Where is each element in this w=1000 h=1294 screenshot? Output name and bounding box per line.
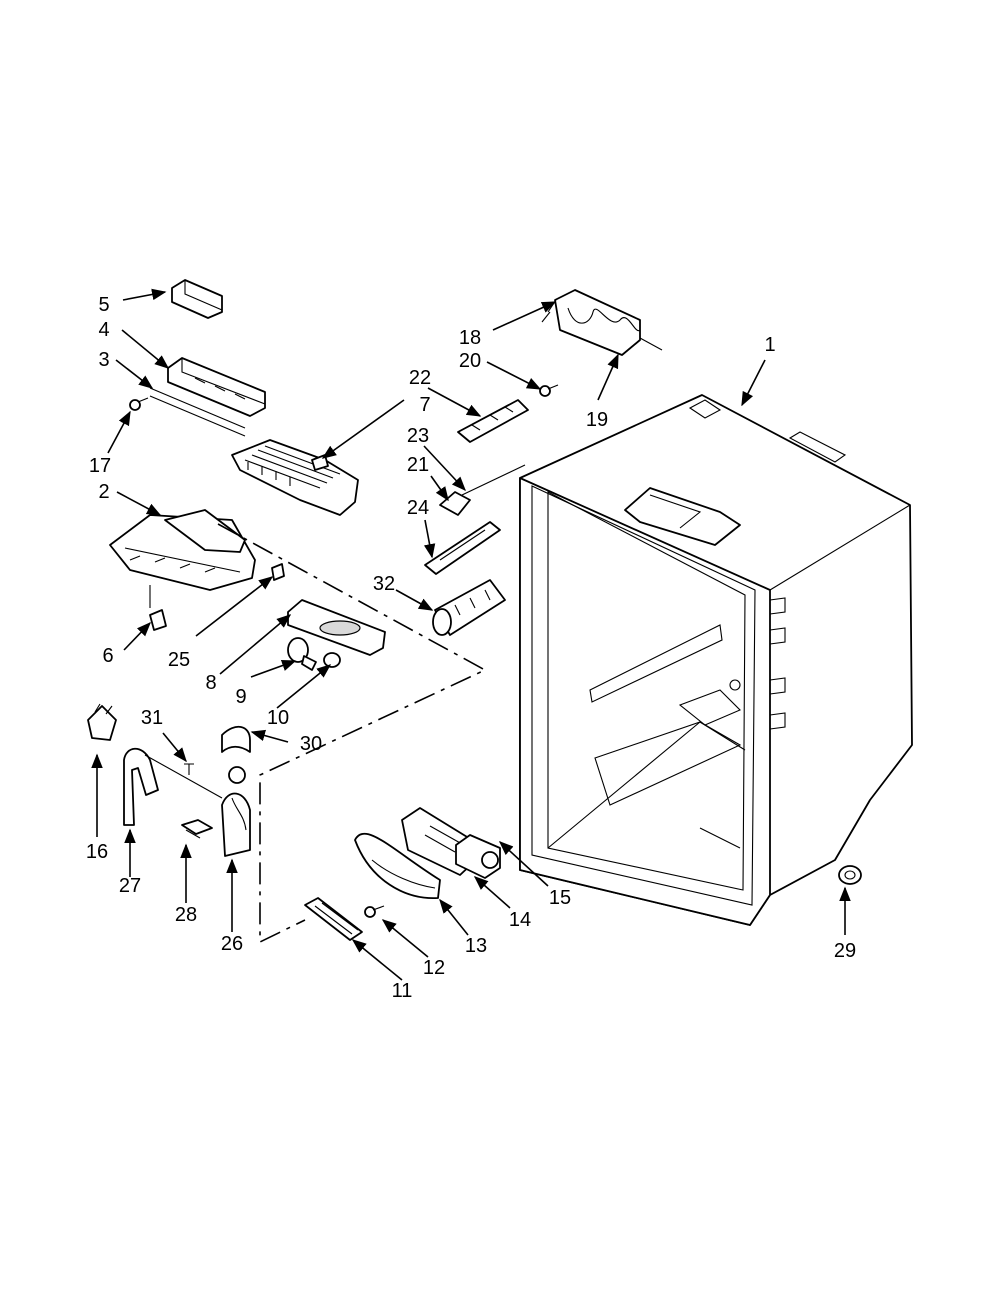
- callout-32: 32: [373, 573, 395, 595]
- callout-26: 26: [221, 933, 243, 955]
- part-30-shield: [221, 726, 251, 753]
- callout-11: 11: [392, 980, 413, 1002]
- part-28-clip: [181, 819, 213, 839]
- callout-20: 20: [459, 350, 481, 372]
- callout-27: 27: [119, 875, 141, 897]
- callout-23: 23: [407, 425, 429, 447]
- callout-9: 9: [235, 686, 246, 708]
- part-29-cap: [838, 865, 862, 885]
- callout-22: 22: [409, 367, 431, 389]
- callout-19: 19: [586, 409, 608, 431]
- callout-7: 7: [419, 394, 430, 416]
- callout-5: 5: [98, 294, 109, 316]
- callout-30: 30: [300, 733, 322, 755]
- callout-15: 15: [549, 887, 571, 909]
- part-2-tray: [109, 509, 256, 591]
- part-16-bracket: [87, 703, 117, 741]
- callout-2: 2: [98, 481, 109, 503]
- part-8-lamp-housing: [287, 599, 386, 656]
- callout-17: 17: [89, 455, 111, 477]
- callout-6: 6: [102, 645, 113, 667]
- part-20-screw: [539, 384, 559, 397]
- callout-4: 4: [98, 319, 109, 341]
- callout-18: 18: [459, 327, 481, 349]
- part-17-screw: [129, 397, 149, 411]
- part-26-dispenser-cap: [221, 766, 251, 857]
- callout-31: 31: [141, 707, 163, 729]
- part-12-screw: [364, 905, 385, 918]
- callout-labels: 5 4 3 17 2 6 7 25 8 9 10 18 20 19 22 23 …: [86, 294, 856, 1002]
- part-32-filter: [432, 579, 506, 636]
- part-22-bracket: [457, 399, 529, 443]
- callout-21: 21: [407, 454, 429, 476]
- callout-10: 10: [267, 707, 289, 729]
- part-5-bracket: [171, 279, 223, 319]
- callout-3: 3: [98, 349, 109, 371]
- callout-28: 28: [175, 904, 197, 926]
- part-31-pin: [184, 763, 194, 775]
- callout-1: 1: [764, 334, 775, 356]
- part-liner: [519, 394, 913, 926]
- part-21-23-sensor: [439, 464, 526, 516]
- callout-16: 16: [86, 841, 108, 863]
- part-7-cover: [231, 439, 359, 516]
- part-24-rail: [424, 521, 501, 575]
- callout-13: 13: [465, 935, 487, 957]
- callout-25: 25: [168, 649, 190, 671]
- part-13-shroud: [354, 833, 441, 899]
- part-9-bulb: [287, 637, 317, 671]
- callout-29: 29: [834, 940, 856, 962]
- part-10-socket: [323, 652, 341, 668]
- callout-12: 12: [423, 957, 445, 979]
- callout-14: 14: [509, 909, 531, 931]
- part-15-valve: [455, 834, 501, 879]
- part-27-tube: [123, 747, 159, 826]
- callout-24: 24: [407, 497, 429, 519]
- part-3-strip: [149, 387, 246, 437]
- assembly-lines: [144, 523, 487, 944]
- leader-lines: [91, 288, 851, 981]
- callout-8: 8: [205, 672, 216, 694]
- part-25-clip: [271, 563, 285, 581]
- part-18-19-heater: [541, 289, 663, 356]
- part-11-grille: [304, 897, 363, 941]
- part-4-housing: [167, 357, 266, 417]
- part-6-clip: [149, 609, 167, 631]
